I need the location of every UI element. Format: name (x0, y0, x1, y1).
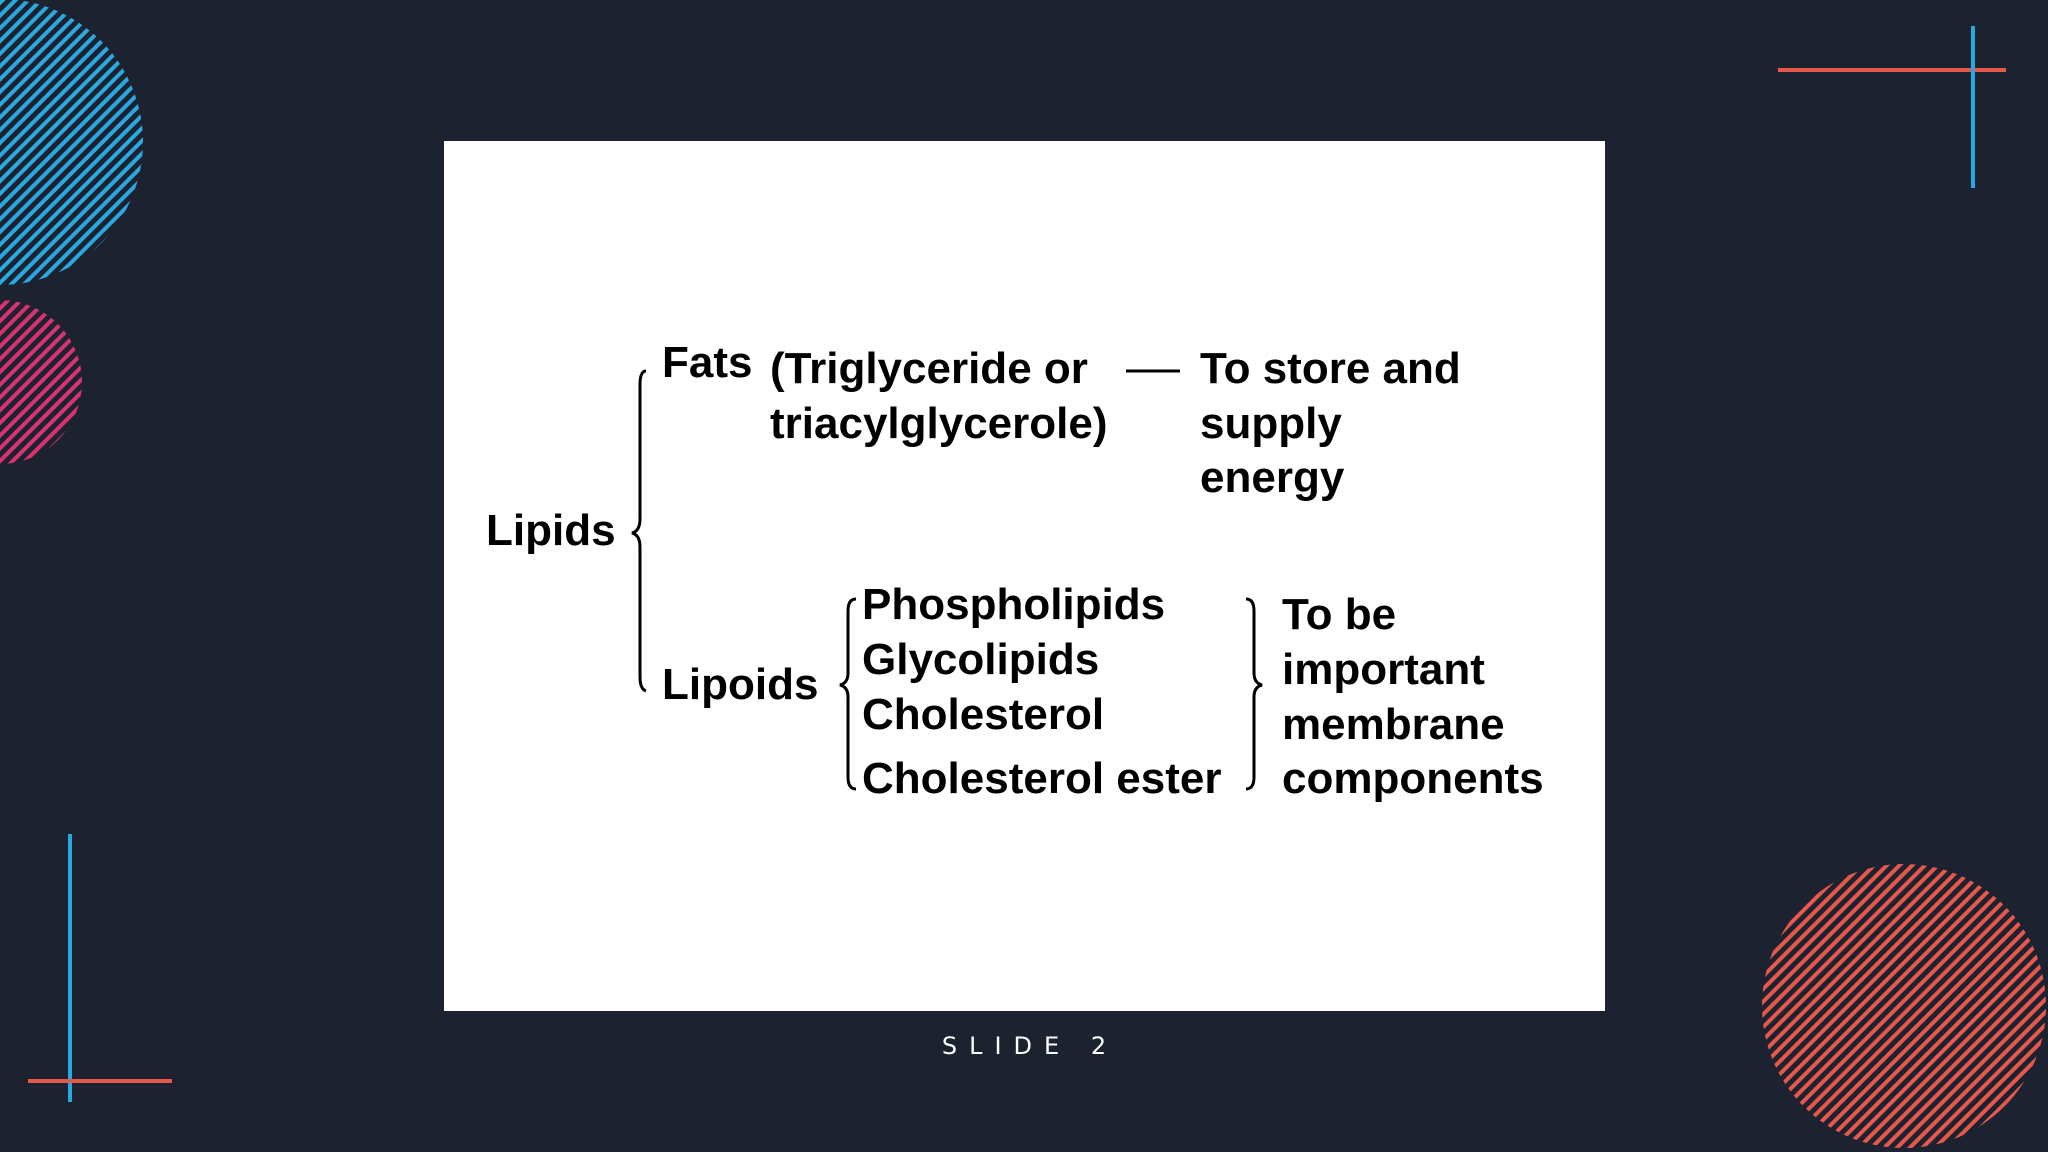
lipoids-left-brace (839, 597, 857, 791)
top-right-cross (1778, 26, 2006, 188)
lipoid-item: Cholesterol ester (862, 754, 1222, 803)
bottom-left-cross (28, 834, 172, 1102)
fats-label: Fats (662, 338, 753, 387)
fats-detail-line2: triacylglycerole) (770, 399, 1108, 448)
main-brace (631, 369, 647, 693)
lipids-classification-diagram: Lipids Fats (Triglyceride or triacylglyc… (444, 141, 1605, 1011)
lipoid-item: Phospholipids (862, 580, 1166, 629)
lipoids-label: Lipoids (662, 660, 819, 709)
lipoids-function-line3: membrane (1282, 700, 1505, 749)
lipids-label: Lipids (486, 506, 616, 555)
pink-hatched-circle (0, 300, 82, 464)
lipoids-function-line4: components (1282, 754, 1544, 803)
lipoid-item: Cholesterol (862, 690, 1105, 739)
fats-function-line2: supply (1200, 399, 1342, 448)
fats-function-line3: energy (1200, 453, 1345, 502)
lipoids-function-line1: To be (1282, 590, 1397, 639)
fats-function-line1: To store and (1200, 344, 1461, 393)
blue-hatched-circle (0, 0, 143, 285)
lipoid-item: Glycolipids (862, 635, 1100, 684)
diagram-brackets (631, 369, 1263, 791)
fats-detail-line1: (Triglyceride or (770, 344, 1088, 393)
slide-number: SLIDE 2 (941, 1032, 1119, 1060)
lipoids-function-line2: important (1282, 645, 1485, 694)
red-hatched-circle (1762, 864, 2046, 1148)
lipoids-right-brace (1245, 597, 1263, 791)
